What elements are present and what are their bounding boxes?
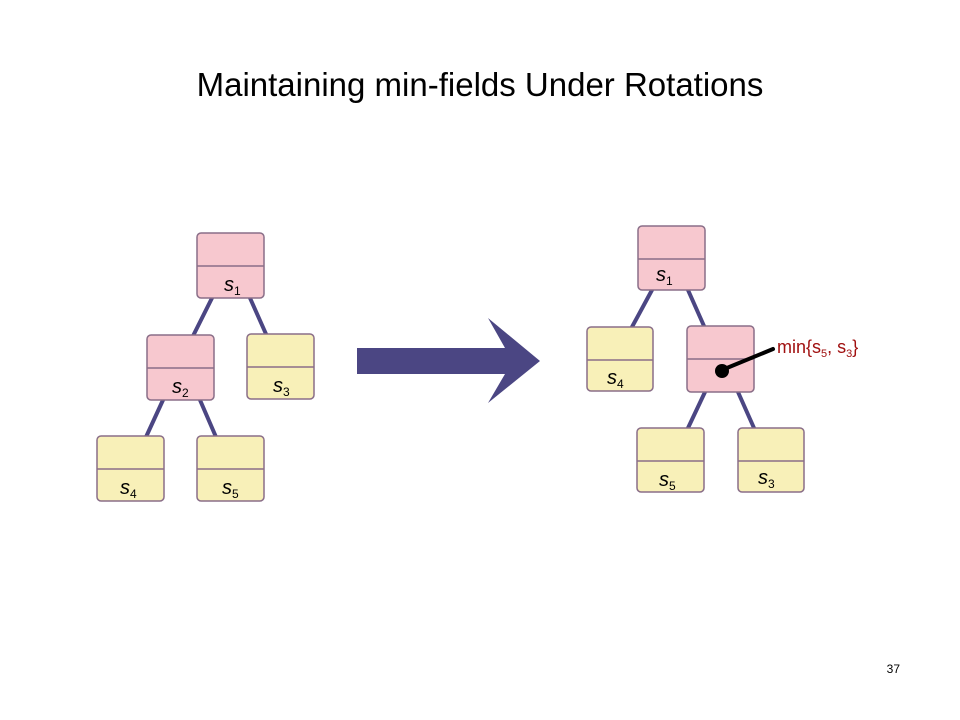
- right-node-s1: s1: [637, 225, 706, 291]
- edge-r1-r4: [630, 288, 654, 329]
- edge-rx-r3: [736, 390, 756, 430]
- svg-text:s2: s2: [172, 376, 189, 400]
- min-field-dot: [715, 364, 729, 378]
- svg-text:s3: s3: [758, 467, 775, 491]
- svg-text:s5: s5: [222, 477, 239, 501]
- svg-text:s4: s4: [607, 367, 624, 391]
- slide-title: Maintaining min-fields Under Rotations: [196, 66, 764, 103]
- left-node-s4: s4: [96, 435, 165, 502]
- right-node-s3: s3: [737, 427, 805, 493]
- edge-r1-rx: [686, 288, 706, 328]
- right-node-s5: s5: [636, 427, 705, 493]
- min-field-annotation: min{s5, s3}: [777, 337, 858, 360]
- left-node-s2: s2: [146, 334, 215, 401]
- svg-text:s4: s4: [120, 477, 137, 501]
- edge-l2-l5: [198, 398, 218, 439]
- rotation-arrow: [357, 318, 540, 403]
- page-number: 37: [886, 662, 900, 676]
- right-node-rotated-root: [686, 325, 755, 393]
- min-field-pointer: [720, 347, 775, 372]
- svg-text:s3: s3: [273, 375, 290, 399]
- left-node-s5: s5: [196, 435, 265, 502]
- svg-text:s5: s5: [659, 469, 676, 493]
- edge-rx-r5: [686, 390, 707, 430]
- left-node-s1: s1: [196, 232, 265, 299]
- right-node-s4: s4: [586, 326, 654, 392]
- svg-text:s1: s1: [656, 264, 673, 288]
- edge-l2-l4: [144, 398, 165, 439]
- edge-l1-l3: [248, 296, 268, 336]
- svg-text:s1: s1: [224, 274, 241, 298]
- left-node-s3: s3: [246, 333, 315, 400]
- edge-l1-l2: [191, 296, 214, 338]
